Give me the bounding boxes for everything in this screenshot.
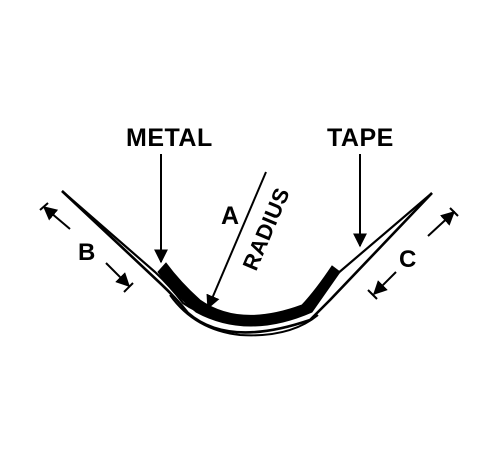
dimension-b-label: B bbox=[78, 239, 95, 266]
dimension-c-line-top bbox=[427, 211, 456, 237]
dimension-c-label: C bbox=[399, 246, 416, 273]
tape-label: TAPE bbox=[327, 124, 394, 152]
radius-label: RADIUS bbox=[238, 184, 295, 274]
dimension-b: B bbox=[39, 202, 134, 293]
dimension-c-tick-bottom bbox=[367, 289, 378, 300]
dimension-b-line-bottom bbox=[105, 262, 130, 287]
dimension-c: C bbox=[367, 207, 459, 300]
metal-label: METAL bbox=[126, 124, 213, 152]
dimension-c-line-bottom bbox=[373, 271, 397, 295]
radius-pointer bbox=[206, 171, 267, 310]
radius-a-label: A bbox=[221, 202, 240, 230]
dimension-b-line-top bbox=[42, 206, 71, 230]
dimension-b-tick-bottom bbox=[123, 282, 134, 293]
tape-band bbox=[157, 262, 341, 327]
metal-profile-bottom bbox=[169, 294, 319, 337]
